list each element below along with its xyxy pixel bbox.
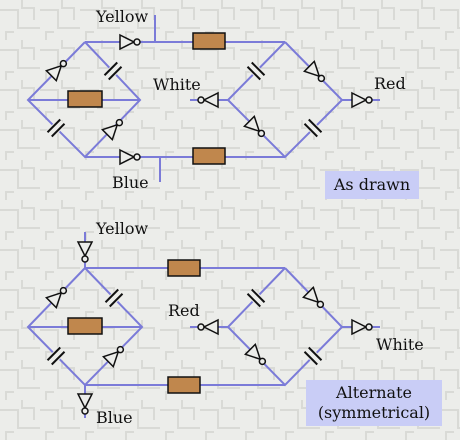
resistor-bottom-lower: [167, 376, 201, 394]
diode-bottom-left-lower: [102, 345, 125, 368]
diode-bottom-right-upper: [302, 286, 325, 309]
top-diagram: Yellow White Red Blue As drawn: [26, 7, 419, 199]
diode-top-right-lower: [243, 115, 266, 138]
bottom-label-blue: Blue: [96, 408, 133, 427]
bottom-label-yellow: Yellow: [95, 219, 149, 238]
diode-top-bus-blue: [119, 148, 141, 166]
bottom-label-white: White: [376, 335, 424, 354]
diode-top-right-upper: [303, 60, 326, 83]
bottom-label-red: Red: [168, 301, 200, 320]
diode-bottom-red: [197, 318, 219, 336]
capacitor-bottom-right-lower: [303, 346, 323, 366]
top-caption: As drawn: [333, 175, 410, 194]
top-wires: [26, 15, 380, 182]
top-label-white: White: [153, 75, 201, 94]
resistor-top-lower: [192, 147, 226, 165]
top-label-blue: Blue: [112, 173, 149, 192]
diode-bottom-right-lower: [244, 343, 267, 366]
bottom-caption-line1: Alternate: [335, 383, 412, 402]
bottom-diagram: Yellow Red White Blue Alternate (symmetr…: [26, 219, 442, 427]
top-label-red: Red: [374, 74, 406, 93]
capacitor-bottom-left-lower: [46, 346, 66, 366]
resistor-bottom-upper: [167, 259, 201, 277]
diode-bottom-yellow: [76, 241, 94, 263]
diode-bottom-white: [351, 318, 373, 336]
resistor-bottom-center: [67, 317, 103, 335]
diode-top-left-lower: [101, 118, 124, 141]
diode-top-bus-yellow: [119, 33, 141, 51]
resistor-top-center: [67, 90, 103, 108]
resistor-top-upper: [192, 32, 226, 50]
diode-bottom-left-upper: [45, 286, 68, 309]
bottom-caption-box: [306, 380, 442, 426]
bottom-caption-line2: (symmetrical): [318, 403, 430, 422]
capacitor-bottom-right-upper: [246, 288, 266, 308]
capacitor-top-right-upper: [246, 61, 266, 81]
diode-top-left-upper: [45, 59, 68, 82]
capacitor-top-right-lower: [303, 118, 323, 138]
capacitor-top-left-lower: [46, 118, 66, 138]
top-caption-box: [325, 171, 419, 199]
capacitor-top-left-upper: [103, 61, 123, 81]
diode-top-red: [351, 91, 373, 109]
capacitor-bottom-left-upper: [104, 288, 124, 308]
diode-bottom-blue: [76, 393, 94, 415]
top-label-yellow: Yellow: [95, 7, 149, 26]
diode-top-white: [197, 91, 219, 109]
